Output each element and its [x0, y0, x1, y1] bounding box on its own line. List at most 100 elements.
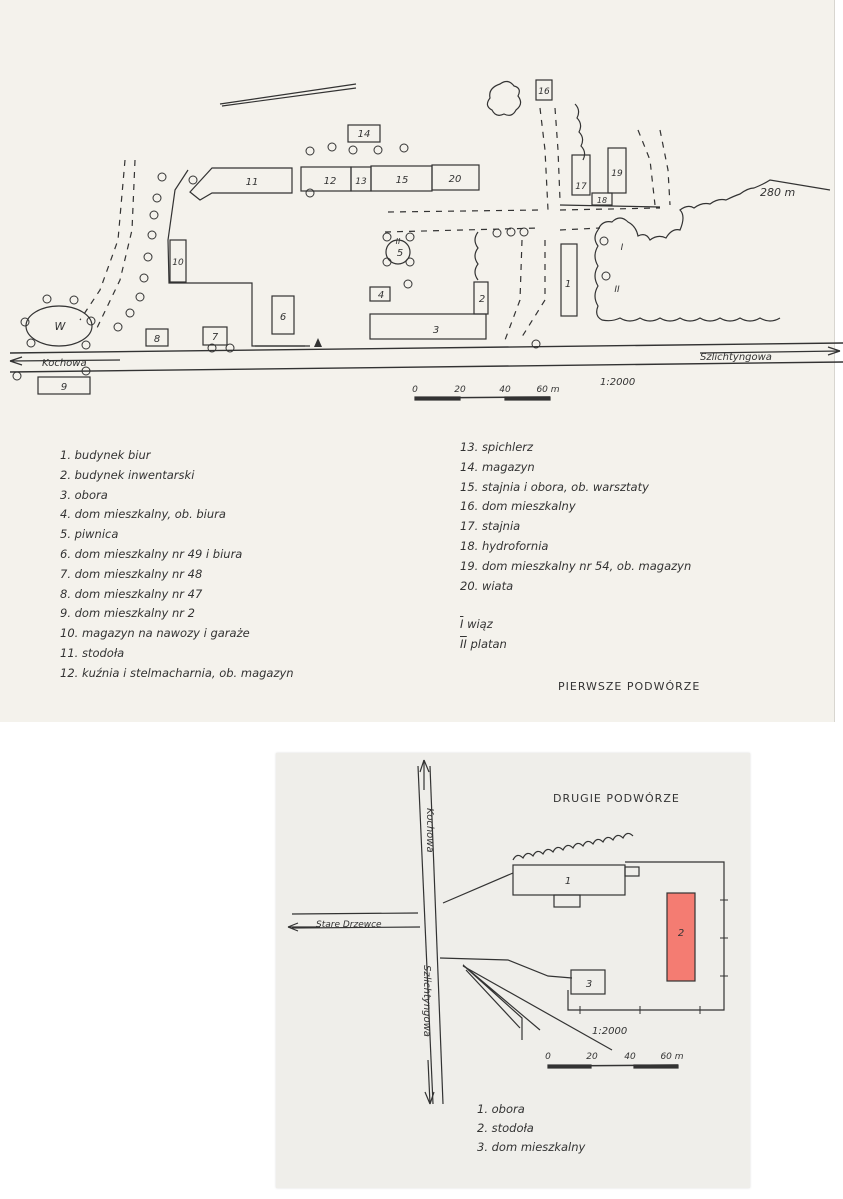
legend-item: 8. dom mieszkalny nr 47 — [60, 586, 203, 601]
legend-item: 10. magazyn na nawozy i garaże — [60, 626, 250, 641]
legend-item: 3. dom mieszkalny — [477, 1140, 586, 1154]
courtyard-path — [439, 957, 573, 979]
first-courtyard-sheet — [0, 0, 835, 722]
legend-item: 15. stajnia i obora, ob. warsztaty — [460, 479, 649, 494]
small-hedge-2 — [574, 103, 586, 161]
scale-ratio: 1:2000 — [600, 377, 635, 388]
label-b5: 5 — [397, 248, 403, 259]
building-19 — [607, 147, 627, 194]
scale-tick-20: 20 — [454, 385, 466, 395]
tree-name: wiąz — [467, 617, 493, 632]
dashed-tracks — [79, 107, 671, 341]
label-b6: 6 — [280, 312, 286, 323]
scale2-tick-0: 0 — [545, 1052, 551, 1062]
road-kochowa-v: Kochowa — [424, 808, 435, 853]
courtyard-fence — [442, 861, 725, 1011]
building-20 — [431, 164, 480, 191]
building-14 — [347, 124, 381, 143]
legend-item: 11. stodoła — [60, 645, 125, 660]
legend-item: 4. dom mieszkalny, ob. biura — [60, 507, 226, 522]
road-arrow-left — [9, 359, 121, 362]
label-tree-i: I — [621, 243, 624, 253]
road-upper-edge — [9, 342, 843, 354]
arrow-left-icon-2 — [287, 922, 299, 932]
arrow-up-icon — [419, 759, 430, 773]
first-courtyard-title: PIERWSZE PODWÓRZE — [558, 680, 701, 693]
legend-item: 17. stajnia — [460, 519, 521, 534]
legend-item: 20. wiata — [460, 578, 514, 593]
building-6 — [271, 295, 295, 335]
tree-legend-item: I wiąz — [460, 615, 691, 635]
road-kochowa: Kochowa — [42, 358, 87, 369]
wedge-lines — [462, 964, 541, 1040]
road-v-left — [417, 765, 434, 1105]
building-11 — [189, 167, 293, 201]
sheet2-label-b2: 2 — [678, 928, 684, 939]
label-b17: 17 — [575, 182, 587, 192]
label-b18: 18 — [597, 196, 607, 205]
label-b11: 11 — [246, 177, 259, 188]
label-tree-ii: II — [614, 285, 620, 295]
road-arrow-right — [699, 350, 841, 354]
legend-item: 16. dom mieszkalny — [460, 499, 576, 514]
hedge-top — [597, 179, 831, 241]
label-b13: 13 — [355, 177, 367, 187]
sheet2-label-b1: 1 — [565, 876, 571, 887]
scale-tick-60: 60 m — [536, 385, 559, 395]
small-hedge — [474, 231, 479, 281]
legend-item: 13. spichlerz — [460, 440, 534, 454]
label-b3: 3 — [433, 325, 439, 336]
scale-bar-segment — [414, 396, 461, 401]
label-b14: 14 — [358, 129, 371, 140]
arrow-right-icon — [827, 346, 841, 356]
road-lower-edge — [9, 361, 843, 373]
legend-item: 1. obora — [477, 1102, 525, 1116]
building-9 — [37, 376, 91, 395]
legend-item: 3. obora — [60, 487, 108, 502]
road-v-right — [429, 765, 444, 1105]
building-1 — [560, 243, 578, 317]
building-10 — [169, 239, 187, 283]
arrow-down-icon — [424, 1091, 435, 1105]
bush-top — [486, 80, 522, 116]
building-4 — [369, 286, 391, 302]
label-b10: 10 — [172, 258, 184, 268]
arrow-down-shaft — [427, 1059, 431, 1105]
label-b15: 15 — [396, 175, 409, 186]
legend-item: 9. dom mieszkalny nr 2 — [60, 606, 195, 621]
tree-circles — [12, 142, 611, 381]
hedge-sheet2 — [512, 832, 634, 861]
building-3 — [369, 313, 487, 340]
road-w-bottom — [291, 926, 421, 929]
distance-label: 280 m — [760, 186, 795, 199]
sheet2-building-2 — [666, 892, 696, 982]
arrow-left-icon — [9, 356, 23, 366]
label-b19: 19 — [611, 169, 623, 179]
building-18 — [591, 192, 613, 206]
scale2-segment-2 — [633, 1064, 679, 1069]
tree-num: I — [460, 617, 464, 632]
legend-item: 2. stodoła — [477, 1121, 534, 1135]
scale2-ratio: 1:2000 — [592, 1026, 627, 1037]
scale-bar-segment-2 — [504, 396, 551, 401]
label-b2: 2 — [479, 294, 485, 305]
legend-item: 12. kuźnia i stelmacharnia, ob. magazyn — [60, 665, 294, 680]
legend-item: 14. magazyn — [460, 459, 535, 474]
legend-item: 2. budynek inwentarski — [60, 467, 195, 482]
scale-tick-0: 0 — [412, 385, 418, 395]
label-b16: 16 — [538, 87, 550, 97]
road-szlichtyngowa-v: Szlichtyngowa — [421, 965, 432, 1037]
yard-line — [559, 204, 661, 208]
hedge-right — [594, 229, 781, 322]
first-courtyard-map: 1 2 3 4 5 6 7 8 9 10 11 12 13 14 15 16 1… — [9, 79, 843, 401]
second-courtyard-title: DRUGIE PODWÓRZE — [553, 792, 680, 805]
label-tree-ii-b: II — [396, 237, 401, 246]
label-b4: 4 — [378, 290, 384, 301]
building-8 — [145, 328, 169, 347]
legend-item: 7. dom mieszkalny nr 48 — [60, 566, 203, 581]
building-2 — [473, 281, 489, 315]
sheet2-building-3 — [570, 969, 606, 995]
label-b7: 7 — [212, 332, 219, 343]
road-w-top — [291, 912, 419, 915]
